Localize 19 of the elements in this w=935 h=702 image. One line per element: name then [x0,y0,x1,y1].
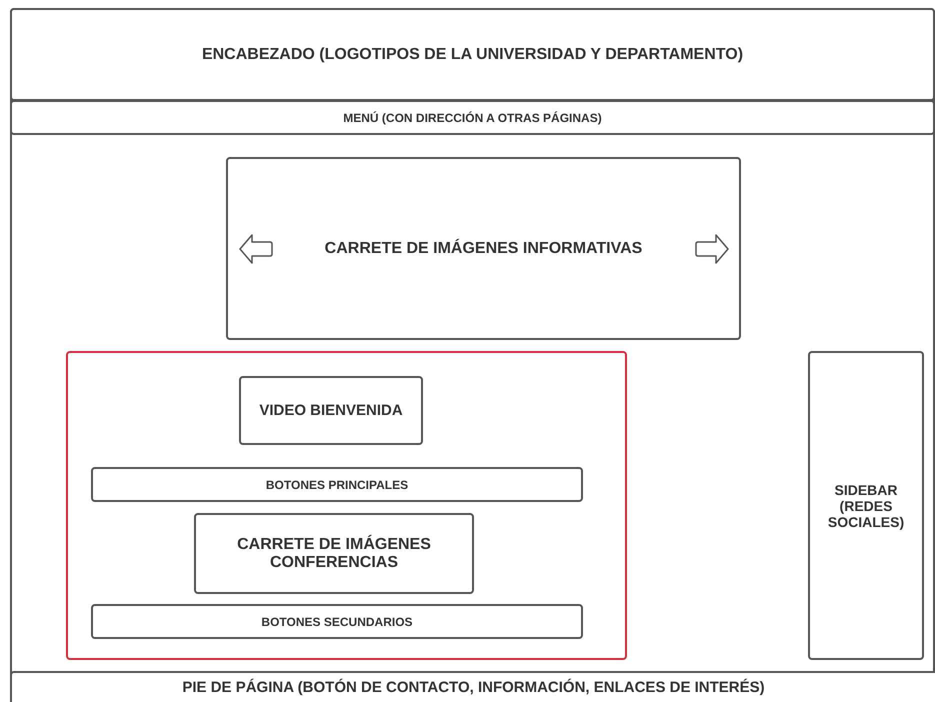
section-label: SIDEBAR (REDES SOCIALES) [826,482,906,530]
header-box [10,8,935,101]
buttons-bar [91,604,583,639]
footer-box [10,671,935,702]
menu-bar [10,100,935,135]
image-carousel-box [194,513,474,594]
image-carousel-box [226,157,741,340]
section-label: VIDEO BIENVENIDA [259,402,403,419]
content-area-box [66,351,627,660]
section-label: BOTONES SECUNDARIOS [261,614,413,628]
section-label: CARRETE DE IMÁGENES INFORMATIVAS [324,240,642,258]
section-label: CARRETE DE IMÁGENES CONFERENCIAS [236,536,432,572]
section-label: ENCABEZADO (LOGOTIPOS DE LA UNIVERSIDAD Y DEPARTAMENTO) [202,46,744,64]
sidebar-box [808,351,924,660]
section-label: MENÚ (CON DIRECCIÓN A OTRAS PÁGINAS) [343,110,602,124]
video-box [239,376,423,445]
section-label: BOTONES PRINCIPALES [266,478,408,492]
section-label: PIE DE PÁGINA (BOTÓN DE CONTACTO, INFORMACIÓN, ENLACES DE INTERÉS) [182,679,765,696]
buttons-bar [91,467,583,502]
